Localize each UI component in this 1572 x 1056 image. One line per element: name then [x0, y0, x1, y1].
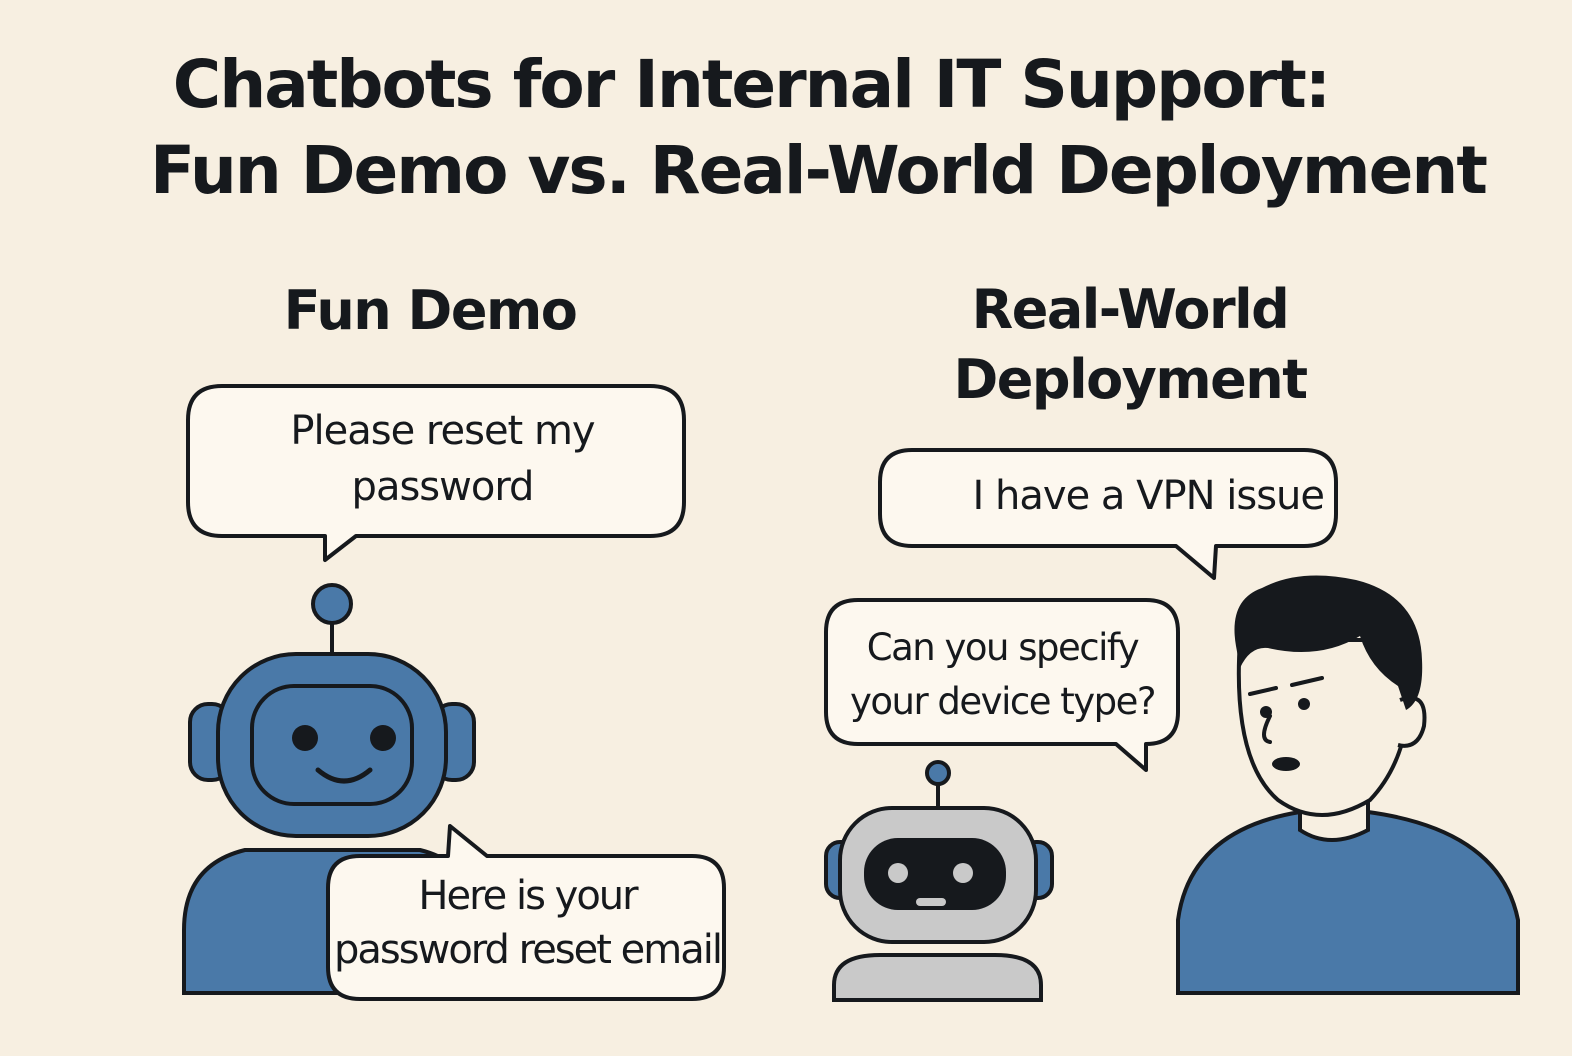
speech-bubble-vpn-issue: [878, 448, 1338, 580]
speech-bubble-bot-question: [824, 598, 1180, 772]
speech-bubble-user-request: [186, 384, 686, 562]
speech-bubble-bot-reply: [326, 824, 726, 1001]
page-title-line-1: Chatbots for Internal IT Support:: [172, 46, 1331, 123]
gray-robot-icon: [824, 760, 1054, 1002]
vpn-issue-text: I have a VPN issue: [972, 473, 1325, 519]
real-world-heading-line-1: Real-World: [971, 278, 1290, 341]
fun-demo-heading-text: Fun Demo: [283, 279, 578, 342]
fun-demo-heading: Fun Demo: [230, 276, 630, 346]
page-title-line-2: Fun Demo vs. Real-World Deployment: [150, 132, 1488, 209]
person-icon: [1176, 575, 1520, 995]
bot-reply-text: Here is your password reset email: [334, 873, 723, 973]
bot-question-text: Can you specify your device type?: [849, 626, 1157, 723]
user-request-text: Please reset my password: [290, 408, 595, 510]
real-world-heading: Real-World Deployment: [880, 275, 1380, 415]
real-world-heading-line-2: Deployment: [953, 348, 1308, 411]
